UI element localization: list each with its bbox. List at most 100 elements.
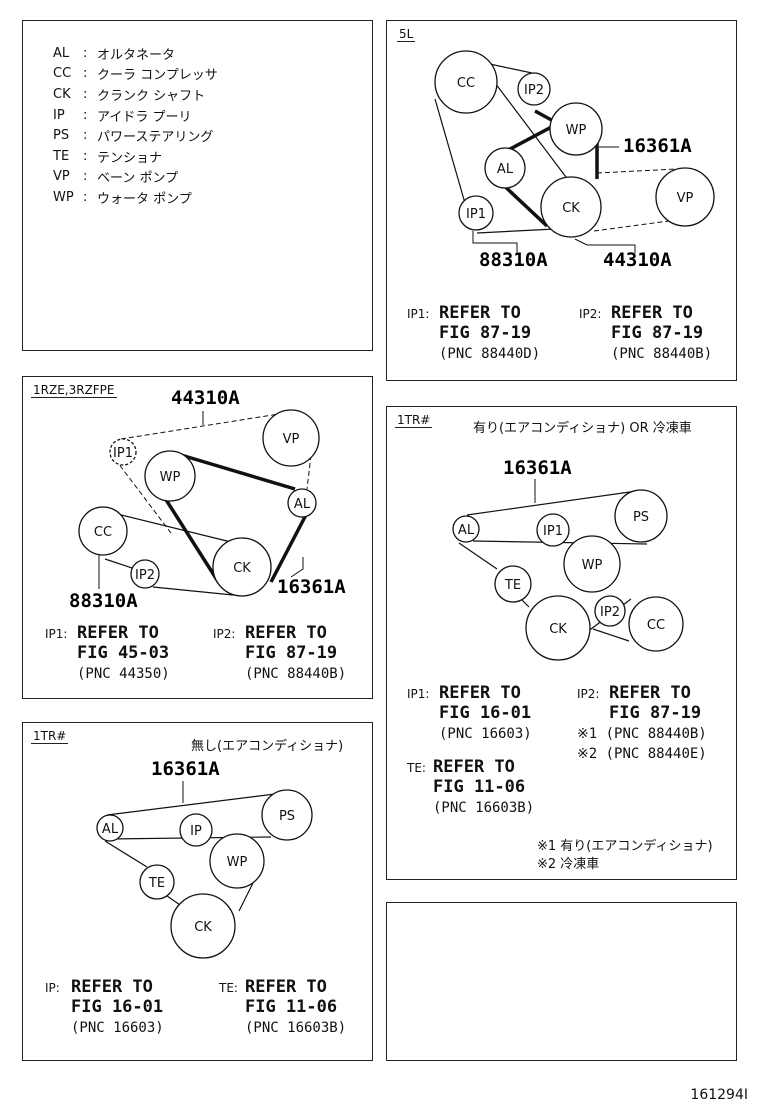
pulley-label: TE [148, 876, 165, 891]
leader-line [574, 238, 636, 253]
panel-tag: 1TR# [395, 413, 433, 428]
legend-list: AL:オルタネータ CC:クーラ コンプレッサ CK:クランク シャフト IP:… [53, 43, 218, 208]
pulley-label: VP [677, 191, 694, 206]
pulley-ck [170, 893, 236, 959]
belt-segment [238, 882, 254, 912]
belt-segment [180, 453, 296, 491]
belt-segment [484, 62, 533, 74]
belt-diagram-1rze: IP1 VP WP AL CC IP2 CK 44310A 88310A 163… [69, 387, 346, 612]
panel-tag: 1TR# [31, 729, 69, 744]
pulley-label: IP1 [543, 524, 563, 539]
pulley-label: IP1 [113, 446, 133, 461]
pulley-label: CC [94, 525, 112, 540]
legend-item: AL:オルタネータ [53, 45, 176, 63]
figure-id: 161294I [690, 1087, 748, 1103]
pulley-label: AL [458, 523, 475, 538]
belt-segment [104, 840, 148, 868]
pulley-label: IP2 [135, 568, 155, 583]
pulley-vp [655, 167, 715, 227]
belt-segment [100, 509, 236, 544]
pulley-label: CC [647, 618, 665, 633]
pulley-label: IP [190, 824, 202, 839]
pulley-al [484, 147, 526, 189]
belt-segment [596, 168, 678, 174]
pulley-label: WP [160, 470, 181, 485]
pulley-ip2 [594, 595, 626, 627]
belt-segment [434, 98, 470, 218]
panel-tag: 1RZE,3RZFPE [31, 383, 117, 398]
legend-item: IP:アイドラ プーリ [53, 107, 192, 125]
pulley-wp [209, 833, 265, 889]
pulley-ip [179, 813, 213, 847]
pulley-label: CK [549, 622, 567, 637]
belt-segment [458, 542, 498, 570]
pulley-label: CK [233, 561, 251, 576]
panel-note: 有り(エアコンディショナ) OR 冷凍車 [473, 421, 692, 436]
pulley-ps [614, 489, 668, 543]
part-number: 16361A [623, 135, 692, 157]
panel-1tr-noac: 1TR# 無し(エアコンディショナ) AL PS IP WP TE CK 163… [22, 722, 373, 1061]
legend-item: CK:クランク シャフト [53, 86, 206, 104]
footnote: ※1 有り(エアコンディショナ) [537, 839, 713, 854]
pulley-label: CC [457, 76, 475, 91]
pulley-label: IP2 [524, 83, 544, 98]
belt-segment [152, 586, 234, 596]
legend-panel: AL:オルタネータ CC:クーラ コンプレッサ CK:クランク シャフト IP:… [22, 20, 373, 351]
pulley-ip2 [130, 559, 160, 589]
part-number: 16361A [503, 457, 572, 479]
pulley-cc [434, 50, 498, 114]
pulley-label: AL [294, 497, 311, 512]
pulley-vp [262, 409, 320, 467]
belt-segment [161, 494, 221, 584]
pulley-label: AL [102, 822, 119, 837]
pulley-wp [563, 535, 621, 593]
pulley-al [287, 488, 317, 518]
pulley-label: PS [633, 510, 649, 525]
panel-empty [386, 902, 737, 1061]
pulley-label: PS [279, 809, 295, 824]
pulley-wp [549, 102, 603, 156]
pulley-cc [628, 596, 684, 652]
panel-tag: 5L [397, 27, 416, 42]
belt-segment [120, 412, 286, 440]
belt-diagram-1tr-ac: AL PS IP1 WP TE IP2 CK CC 16361A [452, 457, 684, 661]
leader-lines [472, 146, 636, 253]
part-number: 44310A [603, 249, 672, 271]
pulley-label: CK [562, 201, 580, 216]
part-number: 16361A [277, 576, 346, 598]
belt-thick [161, 453, 309, 584]
pulley-wp [144, 450, 196, 502]
pulley-ip1 [109, 438, 137, 466]
belt-segment [306, 454, 312, 490]
pulley-label: IP1 [466, 207, 486, 222]
legend-item: PS:パワーステアリング [53, 128, 214, 146]
pulley-ck [212, 537, 272, 597]
part-number: 44310A [171, 387, 240, 409]
pulley-label: TE [504, 578, 521, 593]
pulley-label: IP2 [600, 605, 620, 620]
pulley-ip1 [458, 195, 494, 231]
leader-line [472, 231, 518, 253]
pulley-al [452, 515, 480, 543]
panel-5l: 5L CC IP2 [386, 20, 737, 381]
leader-line [290, 557, 304, 578]
belt-segment [269, 512, 309, 583]
pulley-ck [525, 595, 591, 661]
pulley-ps [261, 789, 313, 841]
legend-item: VP:ベーン ポンプ [53, 169, 179, 187]
legend-item: CC:クーラ コンプレッサ [53, 66, 218, 84]
pulley-label: AL [497, 162, 514, 177]
legend-item: TE:テンショナ [53, 148, 163, 166]
panel-note: 無し(エアコンディショナ) [191, 739, 344, 754]
belt-diagram-5l: CC IP2 WP AL CK IP1 VP 16361A 88310A 443… [434, 50, 715, 271]
panel-1tr-ac: 1TR# 有り(エアコンディショナ) OR 冷凍車 AL PS IP1 WP T… [386, 406, 737, 880]
pulley-ip2 [517, 72, 551, 106]
pulley-label: WP [582, 558, 603, 573]
pulley-ip1 [536, 513, 570, 547]
pulley-label: CK [194, 920, 212, 935]
belt-segment [466, 490, 638, 516]
pulley-cc [78, 506, 128, 556]
pulley-label: VP [283, 432, 300, 447]
pulley-te [494, 565, 532, 603]
leader-lines [98, 411, 304, 589]
